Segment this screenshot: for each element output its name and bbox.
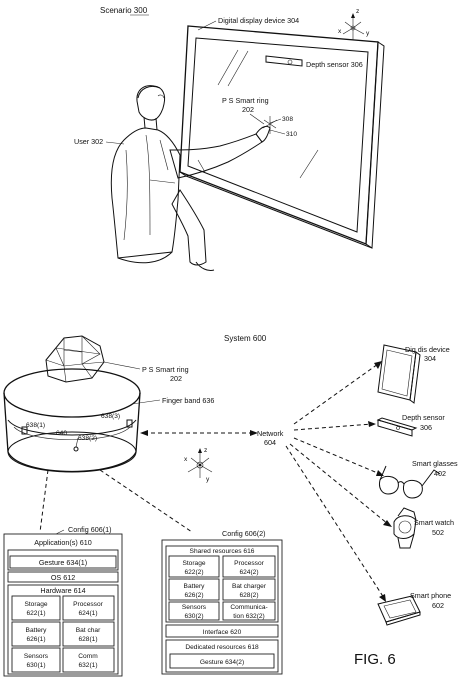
- c1-batchar: Bat char: [76, 627, 101, 634]
- c1-processor-ref: 624(1): [78, 610, 97, 617]
- display-label: Digital display device 304: [218, 16, 299, 25]
- ref-638-3: 638(3): [101, 413, 120, 420]
- config1-hardware: Hardware 614: [40, 586, 85, 595]
- device-4-label: Smart watch: [414, 518, 454, 527]
- system-title: System 600: [224, 334, 267, 343]
- axis-z-bottom: z: [204, 447, 207, 454]
- ref-310: 310: [286, 131, 297, 138]
- config2-dedicated: Dedicated resources 618: [185, 644, 259, 651]
- scenario-ring-label-1: P S Smart ring: [222, 96, 269, 105]
- c1-battery: Battery: [26, 627, 48, 634]
- c1-battery-ref: 626(1): [26, 636, 45, 643]
- c2-battery: Battery: [184, 583, 206, 590]
- c1-storage-ref: 622(1): [26, 610, 45, 617]
- device-2-label: Depth sensor: [402, 413, 445, 422]
- smart-phone-device: [377, 595, 421, 626]
- smart-ring: [3, 335, 141, 473]
- network-label-1: Network: [257, 429, 284, 438]
- smart-watch-device: [393, 507, 417, 549]
- c1-storage: Storage: [24, 601, 47, 608]
- network-links: [140, 361, 392, 602]
- config2-title: Config 606(2): [222, 529, 266, 538]
- device-4-ref: 502: [432, 528, 444, 537]
- c2-sensors-ref: 630(2): [184, 613, 203, 620]
- figure-label: FIG. 6: [354, 651, 396, 668]
- axis-gizmo-top: [342, 13, 365, 40]
- leader-config2: [99, 469, 193, 533]
- c1-sensors: Sensors: [24, 653, 49, 660]
- depth-sensor-top: [265, 55, 303, 67]
- config1-os: OS 612: [51, 573, 75, 582]
- device-1-ref: 304: [424, 354, 436, 363]
- config1-gesture: Gesture 634(1): [39, 558, 87, 567]
- device-1-label: Dig dis device: [405, 345, 450, 354]
- depth-sensor-device: [376, 417, 418, 437]
- axis-y-top: y: [366, 30, 370, 37]
- c2-battery-ref: 626(2): [184, 592, 203, 599]
- system-ring-label-1: P S Smart ring: [142, 365, 189, 374]
- c2-batcharger: Bat charger: [232, 583, 267, 590]
- device-5-ref: 602: [432, 601, 444, 610]
- c2-processor: Processor: [234, 560, 264, 567]
- config-1-block: [3, 533, 123, 677]
- c2-processor-ref: 624(2): [239, 569, 258, 576]
- c1-sensors-ref: 630(1): [26, 662, 45, 669]
- c2-comm-ref: tion 632(2): [233, 613, 265, 620]
- scenario-title: Scenario 300: [100, 6, 148, 15]
- finger-band-label: Finger band 636: [162, 396, 214, 405]
- config1-title: Config 606(1): [68, 525, 112, 534]
- user-label: User 302: [74, 137, 103, 146]
- leader-config1: [39, 469, 49, 533]
- c2-sensors: Sensors: [182, 604, 207, 611]
- ref-638-2: 638(2): [78, 435, 97, 442]
- c1-comm-ref: 632(1): [78, 662, 97, 669]
- axis-gizmo-bottom: [187, 448, 213, 478]
- c2-storage: Storage: [182, 560, 205, 567]
- config2-gesture: Gesture 634(2): [200, 659, 244, 666]
- smart-glasses-device: [379, 465, 441, 499]
- depth-sensor-label: Depth sensor 306: [306, 60, 363, 69]
- axis-y-bottom: y: [206, 476, 210, 483]
- config-2-block: [161, 539, 283, 675]
- axis-x-bottom: x: [184, 456, 188, 463]
- axis-x-top: x: [338, 28, 342, 35]
- network-label-2: 604: [264, 438, 276, 447]
- system-ring-label-2: 202: [170, 374, 182, 383]
- device-2-ref: 306: [420, 423, 432, 432]
- axis-z-top: z: [356, 8, 359, 15]
- c2-batcharger-ref: 628(2): [239, 592, 258, 599]
- ref-640: 640: [56, 430, 67, 437]
- c2-comm: Communica-: [230, 604, 267, 611]
- digital-display-device: [179, 25, 385, 249]
- ref-308: 308: [282, 116, 293, 123]
- config2-shared: Shared resources 616: [190, 548, 255, 555]
- c1-comm: Comm: [78, 653, 98, 660]
- device-3-label: Smart glasses: [412, 459, 458, 468]
- config2-interface: Interface 620: [203, 629, 242, 636]
- scenario-ring-label-2: 202: [242, 105, 254, 114]
- device-3-ref: 402: [434, 469, 446, 478]
- c1-batchar-ref: 628(1): [78, 636, 97, 643]
- device-5-label: Smart phone: [410, 591, 451, 600]
- config1-applications: Application(s) 610: [34, 538, 92, 547]
- c2-storage-ref: 622(2): [184, 569, 203, 576]
- c1-processor: Processor: [73, 601, 103, 608]
- ref-638-1: 638(1): [26, 422, 45, 429]
- dig-dis-device: [377, 344, 421, 404]
- user-figure: [110, 85, 271, 271]
